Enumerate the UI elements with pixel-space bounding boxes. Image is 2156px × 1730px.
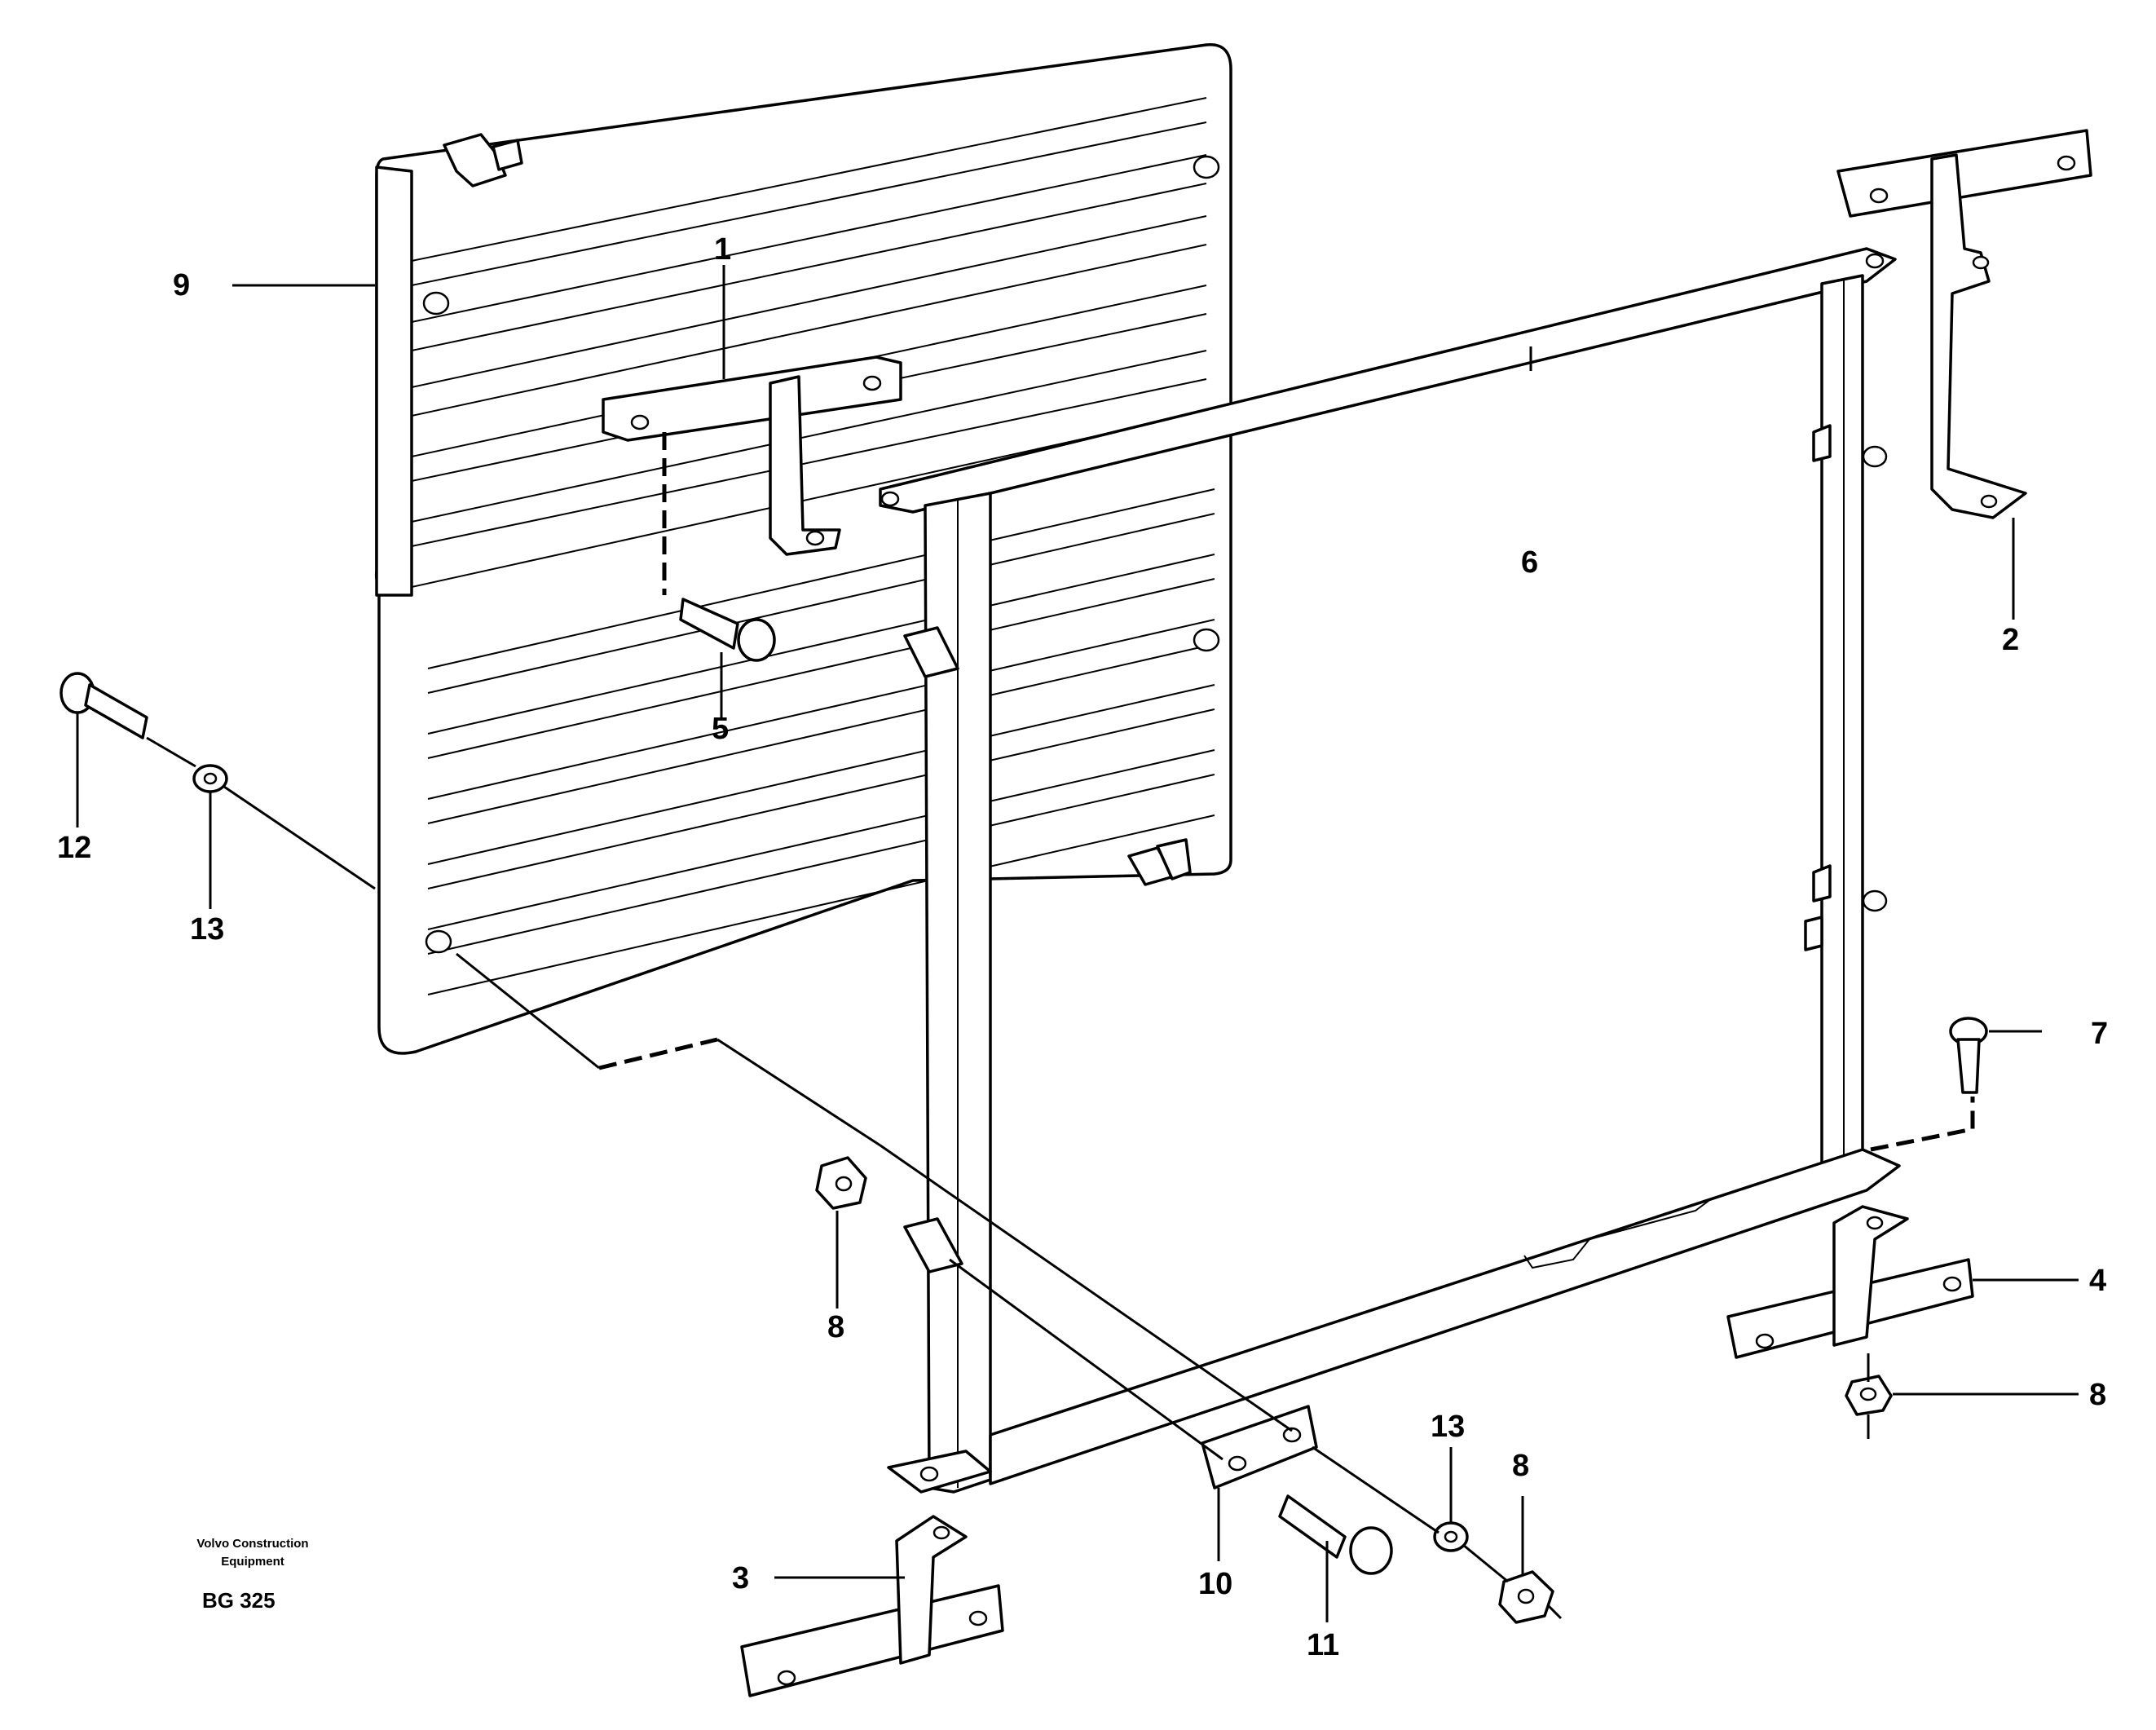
leader-lines xyxy=(76,265,2079,1622)
callout-5: 5 xyxy=(712,712,729,746)
brand-company-line1: Volvo Construction xyxy=(196,1537,308,1551)
callout-13-right: 13 xyxy=(1431,1410,1465,1444)
callout-10: 10 xyxy=(1198,1567,1232,1601)
diagram-code: BG 325 xyxy=(202,1588,276,1613)
bracket-1 xyxy=(602,355,902,556)
callout-4: 4 xyxy=(2089,1264,2106,1298)
callout-6: 6 xyxy=(1521,545,1538,580)
callout-labels: 1 2 3 4 5 6 7 8 8 8 9 10 11 12 13 13 xyxy=(57,232,2108,1662)
callout-1: 1 xyxy=(714,232,731,267)
bolt-12 xyxy=(60,672,148,739)
nut-8-right xyxy=(1845,1375,1893,1416)
bracket-4 xyxy=(1726,1205,1974,1359)
callout-9: 9 xyxy=(173,268,190,302)
bolt-5 xyxy=(679,598,776,662)
bolt-11 xyxy=(1278,1494,1393,1575)
plate-10 xyxy=(1201,1405,1318,1489)
callout-7: 7 xyxy=(2091,1017,2108,1051)
callout-8-middle: 8 xyxy=(827,1310,844,1344)
nut-8-middle xyxy=(815,1156,867,1210)
brand-company-line2: Equipment xyxy=(221,1555,284,1569)
washer-13-left xyxy=(192,764,228,793)
nut-8-bottom xyxy=(1498,1570,1554,1624)
bracket-2 xyxy=(1836,129,2092,519)
callout-13-left: 13 xyxy=(190,912,224,947)
callout-12: 12 xyxy=(57,831,91,865)
callout-3: 3 xyxy=(732,1561,749,1595)
brand-block: Volvo Construction Equipment BG 325 xyxy=(196,1537,308,1613)
callout-8-right: 8 xyxy=(2089,1378,2106,1412)
bracket-3 xyxy=(740,1515,1004,1697)
callout-2: 2 xyxy=(2002,623,2019,657)
callout-11: 11 xyxy=(1307,1628,1339,1662)
assembly-lines xyxy=(146,432,1975,1620)
washer-13-right xyxy=(1433,1521,1469,1552)
mounting-frame xyxy=(879,247,1901,1494)
bolt-7 xyxy=(1949,1017,1988,1094)
callout-8-bottom: 8 xyxy=(1512,1449,1529,1483)
